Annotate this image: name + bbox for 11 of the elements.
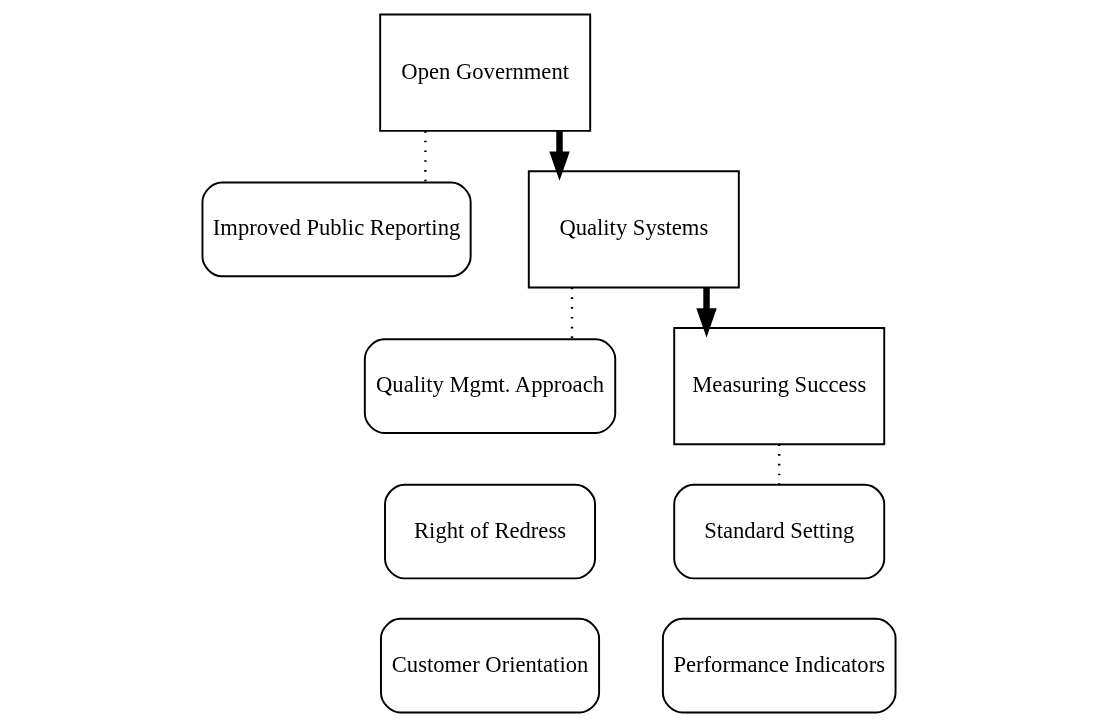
node-box: Customer Orientation (380, 617, 601, 714)
node-box: Improved Public Reporting (201, 181, 472, 278)
node-box: Right of Redress (384, 483, 596, 580)
node-box: Measuring Success (673, 327, 886, 446)
node-box: Standard Setting (673, 483, 886, 580)
node-box: Performance Indicators (661, 617, 897, 714)
node-box: Quality Mgmt. Approach (363, 338, 617, 434)
node-box: Quality Systems (527, 170, 740, 289)
node-box: Open Government (379, 13, 592, 132)
arrow (696, 287, 717, 338)
connector (424, 131, 427, 183)
